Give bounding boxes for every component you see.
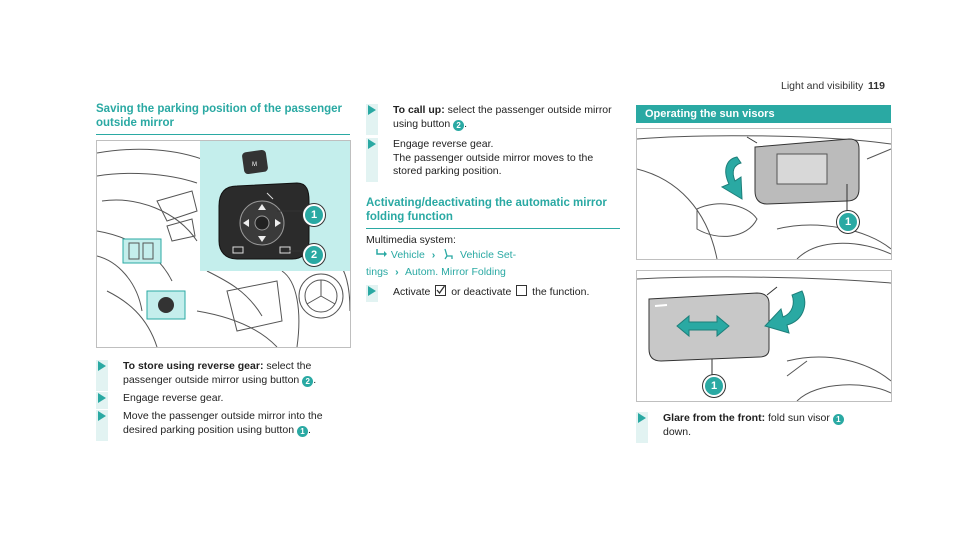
step-body: the function. (529, 286, 590, 298)
heading-line: outside mirror (96, 117, 174, 129)
car-seat-icon (442, 248, 454, 265)
door-panel-illustration: M (97, 141, 350, 347)
checked-box-icon (435, 285, 447, 296)
bullet-bar (366, 138, 378, 182)
section-title: Light and visibility (781, 80, 864, 92)
step-text: Activate or deactivate the function. (393, 285, 628, 300)
step-bold: To call up: (393, 104, 445, 116)
step-text: To call up: select the passenger outside… (393, 104, 623, 131)
menu-path-line-1: Vehicle › Vehicle Set- (366, 248, 626, 265)
mirror-switch-figure: M 1 2 (96, 140, 351, 348)
ref-badge: 1 (296, 425, 308, 437)
path-separator-icon: › (395, 266, 399, 278)
menu-path: Vehicle › Vehicle Set- tings › Autom. Mi… (366, 248, 626, 280)
step-line: stored parking position. (393, 165, 502, 177)
path-vehicle-settings: Vehicle Set- (460, 249, 517, 261)
step-move-mirror: Move the passenger outside mirror into t… (96, 410, 366, 441)
heading-line: folding function (366, 211, 453, 223)
path-vehicle-settings-cont: tings (366, 266, 389, 278)
step-text: Engage reverse gear. The passenger outsi… (393, 138, 628, 179)
step-body: select the passenger outside mirror usin… (393, 104, 612, 130)
step-bold: To store using reverse gear: (123, 360, 264, 372)
multimedia-label: Multimedia system: (366, 234, 456, 246)
arrow-icon (638, 413, 646, 423)
step-text: Move the passenger outside mirror into t… (123, 410, 358, 437)
ref-badge: 2 (302, 375, 314, 387)
path-separator-icon: › (431, 249, 436, 261)
step-text: Glare from the front: fold sun visor 1 do… (663, 412, 888, 439)
heading-line: Saving the parking position of the passe… (96, 103, 343, 115)
step-tail: . (464, 117, 468, 130)
visor-side-illustration (637, 276, 891, 401)
arrow-icon (368, 105, 376, 115)
step-line: The passenger outside mirror moves to th… (393, 151, 594, 164)
step-line: Engage reverse gear. (393, 138, 494, 150)
page-number: 119 (868, 80, 885, 92)
callout-1: 1 (837, 211, 859, 233)
arrow-icon (98, 361, 106, 371)
arrow-icon (98, 411, 106, 421)
step-engage-reverse: Engage reverse gear. (96, 392, 366, 409)
step-call-up: To call up: select the passenger outside… (366, 104, 626, 135)
heading-line: Activating/deactivating the automatic mi… (366, 197, 607, 209)
step-bold: Glare from the front: (663, 412, 766, 424)
step-activate: Activate or deactivate the function. (366, 285, 628, 302)
step-body: fold sun visor (765, 412, 833, 424)
sun-visor-figure-2: 1 (636, 270, 892, 402)
auto-folding-heading: Activating/deactivating the automatic mi… (366, 196, 620, 229)
ref-badge: 2 (453, 119, 465, 131)
callout-2: 2 (303, 244, 325, 266)
step-text: Engage reverse gear. (123, 392, 224, 404)
ref-badge: 1 (832, 414, 844, 425)
step-glare-front: Glare from the front: fold sun visor 1 do… (636, 412, 896, 443)
visor-down-illustration (637, 135, 891, 259)
sun-visor-box-title: Operating the sun visors (636, 105, 891, 123)
arrow-icon (368, 286, 376, 296)
arrow-icon (368, 139, 376, 149)
svg-text:M: M (252, 162, 257, 168)
step-store-reverse: To store using reverse gear: select the … (96, 360, 366, 391)
step-tail: . (307, 423, 311, 436)
step-body: Move the passenger outside mirror into t… (123, 410, 323, 436)
step-body: select the passenger outside mirror usin… (123, 360, 312, 386)
callout-1: 1 (703, 375, 725, 397)
return-arrow-icon (376, 248, 388, 263)
mirror-position-heading: Saving the parking position of the passe… (96, 102, 350, 135)
menu-path-line-2: tings › Autom. Mirror Folding (366, 265, 626, 280)
step-text: To store using reverse gear: select the … (123, 360, 358, 387)
arrow-icon (98, 393, 106, 403)
path-mirror-folding: Autom. Mirror Folding (404, 266, 506, 278)
sun-visor-figure-1: 1 (636, 128, 892, 260)
step-body: or deactivate (448, 286, 515, 298)
step-body: down. (663, 425, 692, 438)
empty-box-icon (516, 285, 528, 296)
step-body: Activate (393, 286, 434, 298)
step-engage-stored: Engage reverse gear. The passenger outsi… (366, 138, 628, 182)
callout-1: 1 (303, 204, 325, 226)
step-tail: . (313, 373, 317, 386)
path-vehicle: Vehicle (390, 249, 425, 261)
